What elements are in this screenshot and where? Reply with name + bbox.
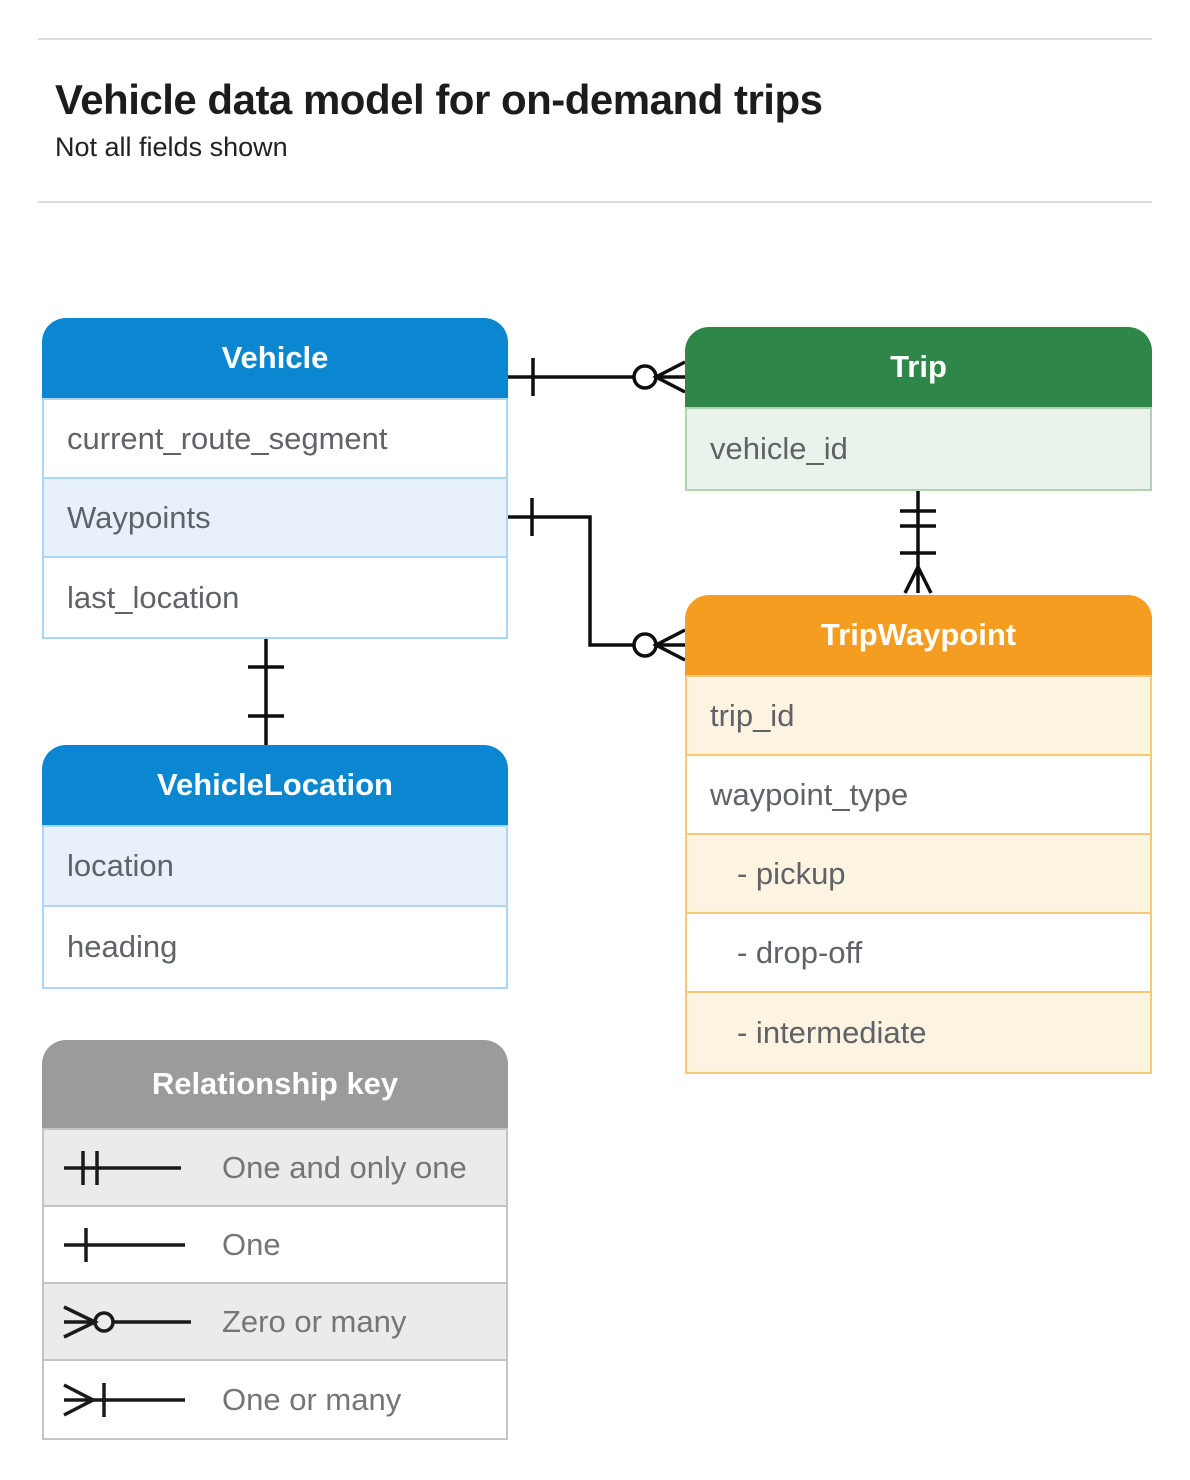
field-vehicle-id: vehicle_id — [687, 409, 1150, 489]
entity-tripwaypoint-title: TripWaypoint — [685, 595, 1152, 675]
legend-item-zero-or-many: Zero or many — [44, 1284, 506, 1361]
connector-vehicle-trip — [508, 358, 686, 396]
connector-trip-tripwaypoint — [900, 488, 936, 594]
header-divider — [38, 201, 1152, 203]
legend-item-one-or-many: One or many — [44, 1361, 506, 1438]
field-waypoint-type: waypoint_type — [687, 756, 1150, 835]
entity-tripwaypoint: TripWaypoint trip_id waypoint_type - pic… — [685, 595, 1152, 1074]
relationship-key-items: One and only one One Zero or many — [42, 1128, 508, 1440]
legend-label: One — [222, 1226, 281, 1262]
entity-vehiclelocation: VehicleLocation location heading — [42, 745, 508, 989]
entity-vehicle-title: Vehicle — [42, 318, 508, 398]
legend-item-one: One — [44, 1207, 506, 1284]
relationship-key: Relationship key One and only one One — [42, 1040, 508, 1440]
entity-trip-title: Trip — [685, 327, 1152, 407]
field-waypoints: Waypoints — [44, 479, 506, 558]
field-waypoint-type-intermediate: - intermediate — [687, 993, 1150, 1072]
one-icon — [64, 1227, 185, 1262]
field-waypoint-type-drop-off: - drop-off — [687, 914, 1150, 993]
entity-vehicle: Vehicle current_route_segment Waypoints … — [42, 318, 508, 639]
field-last-location: last_location — [44, 558, 506, 637]
page-title: Vehicle data model for on-demand trips — [55, 76, 823, 123]
entity-vehiclelocation-fields: location heading — [42, 825, 508, 989]
page-subtitle: Not all fields shown — [55, 132, 288, 162]
legend-item-one-and-only-one: One and only one — [44, 1130, 506, 1207]
legend-label: Zero or many — [222, 1303, 407, 1339]
entity-vehiclelocation-title: VehicleLocation — [42, 745, 508, 825]
legend-label: One and only one — [222, 1149, 467, 1185]
zero-or-many-icon — [63, 1304, 191, 1339]
field-heading: heading — [44, 907, 506, 987]
connector-vehicle-vehiclelocation — [248, 635, 284, 745]
field-trip-id: trip_id — [687, 677, 1150, 756]
field-location: location — [44, 827, 506, 907]
one-and-only-one-icon — [64, 1150, 181, 1185]
legend-label: One or many — [222, 1381, 402, 1417]
entity-trip-fields: vehicle_id — [685, 407, 1152, 491]
one-or-many-icon — [63, 1382, 185, 1417]
top-divider — [38, 38, 1152, 40]
field-waypoint-type-pickup: - pickup — [687, 835, 1150, 914]
field-current-route-segment: current_route_segment — [44, 400, 506, 479]
relationship-key-title: Relationship key — [42, 1040, 508, 1128]
entity-trip: Trip vehicle_id — [685, 327, 1152, 491]
connector-waypoints-tripwaypoint — [508, 498, 686, 662]
entity-tripwaypoint-fields: trip_id waypoint_type - pickup - drop-of… — [685, 675, 1152, 1074]
entity-vehicle-fields: current_route_segment Waypoints last_loc… — [42, 398, 508, 639]
